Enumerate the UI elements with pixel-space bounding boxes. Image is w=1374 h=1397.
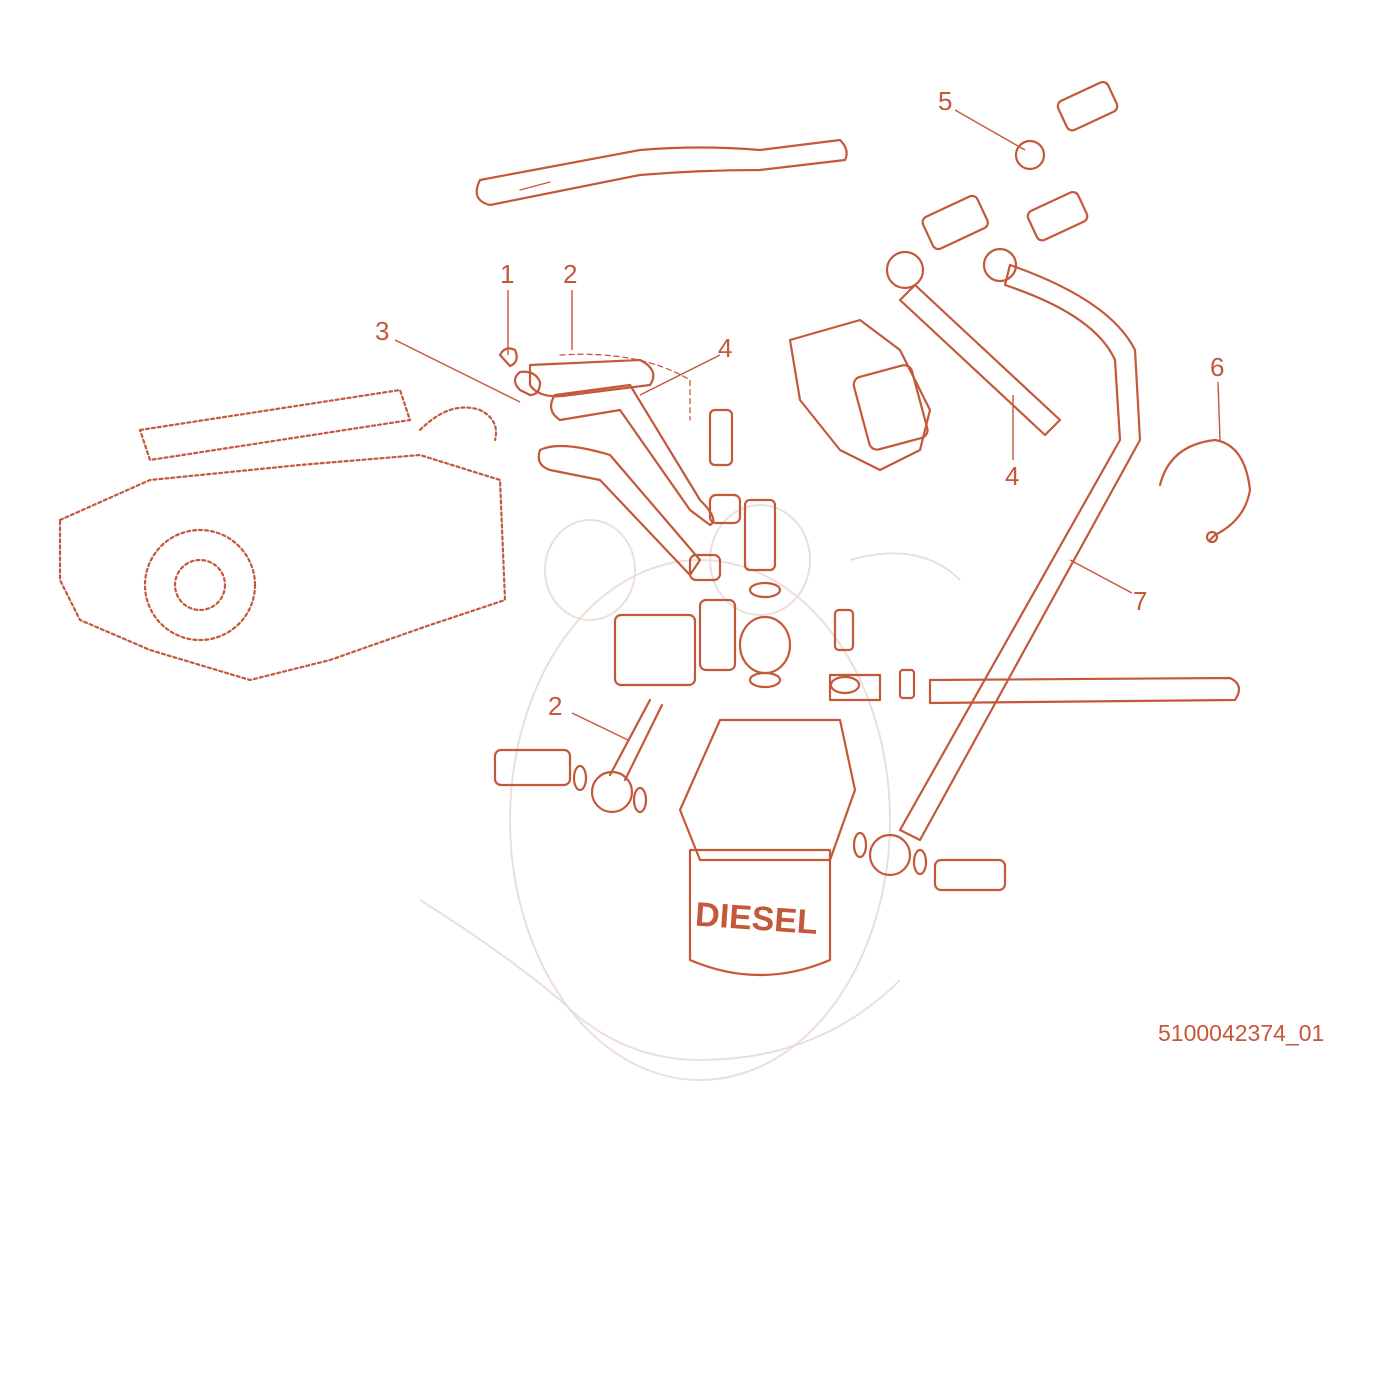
- callout-5[interactable]: 5: [938, 86, 1026, 151]
- top-hose: [475, 138, 848, 207]
- callout-label: 5: [938, 86, 952, 116]
- long-pipe-assembly: [852, 80, 1142, 892]
- fuel-pump: [788, 194, 1062, 472]
- callout-4-right[interactable]: 4: [1005, 395, 1019, 491]
- right-hose: [828, 608, 1241, 705]
- watermark: [419, 504, 961, 1081]
- callouts: 1 2 3 4 5 6 4 7: [375, 86, 1224, 741]
- callout-6[interactable]: 6: [1210, 352, 1224, 441]
- callout-7[interactable]: 7: [1069, 559, 1147, 616]
- center-parts: [613, 408, 792, 689]
- callout-4-left[interactable]: 4: [639, 333, 732, 396]
- reference-number: 5100042374_01: [1158, 1020, 1325, 1046]
- callout-label: 2: [563, 259, 577, 289]
- callout-label: 3: [375, 316, 389, 346]
- callout-label: 1: [500, 259, 514, 289]
- engine-block: [58, 388, 507, 682]
- callout-2-lower[interactable]: 2: [548, 691, 629, 741]
- callout-3[interactable]: 3: [375, 316, 521, 403]
- callout-label: 6: [1210, 352, 1224, 382]
- left-hoses: [498, 347, 742, 582]
- callout-label: 2: [548, 691, 562, 721]
- callout-label: 7: [1133, 586, 1147, 616]
- callout-label: 4: [718, 333, 732, 363]
- callout-2-upper[interactable]: 2: [563, 259, 577, 350]
- callout-1[interactable]: 1: [500, 259, 514, 355]
- callout-label: 4: [1005, 461, 1019, 491]
- clip: [1158, 438, 1252, 544]
- filter-label: DIESEL: [694, 896, 819, 942]
- fuel-filter: DIESEL: [678, 718, 857, 977]
- lower-banjo: [493, 698, 664, 814]
